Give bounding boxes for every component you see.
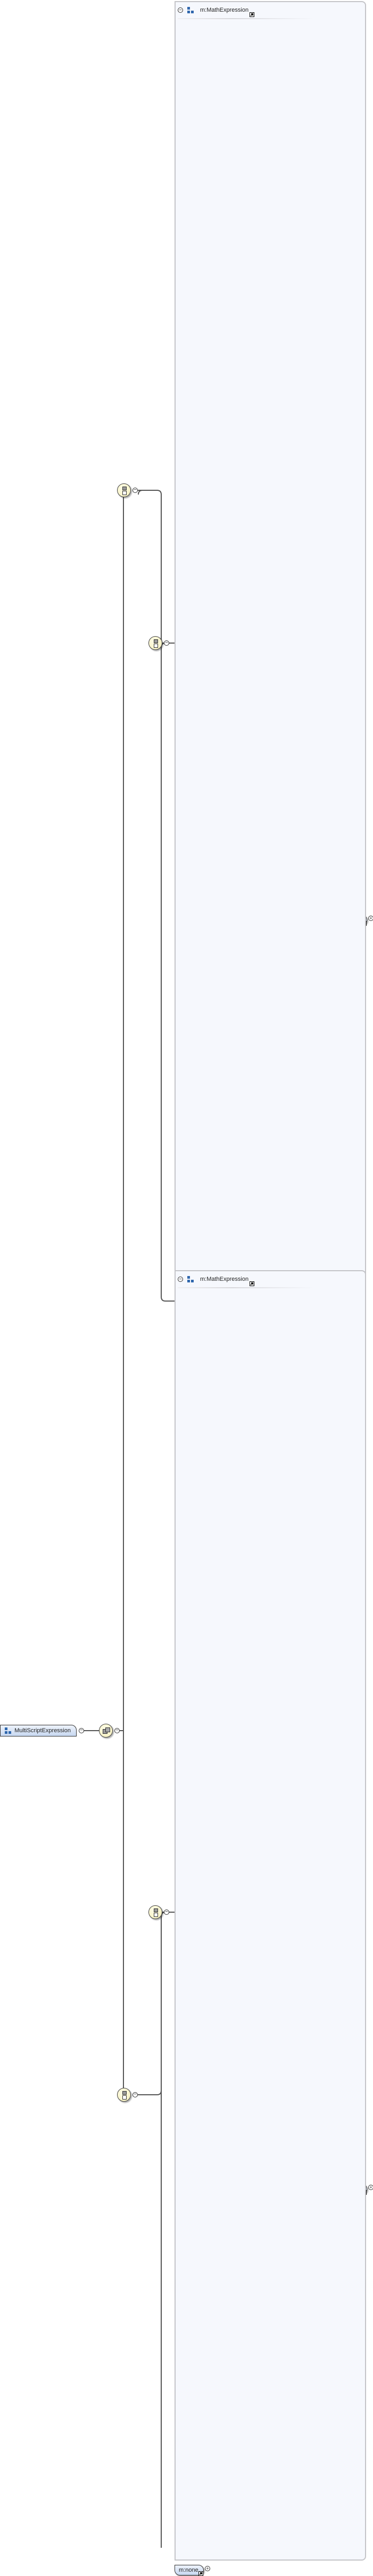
group-icon (187, 1276, 194, 1282)
connector (117, 490, 128, 2095)
expand-icon[interactable]: + (205, 2566, 210, 2571)
link-icon[interactable] (250, 12, 255, 17)
connector (148, 1912, 166, 2548)
expand-icon[interactable]: + (368, 916, 373, 921)
group-separator (178, 18, 314, 19)
link-icon[interactable] (250, 1281, 255, 1286)
choice-compositor-icon[interactable] (117, 2088, 131, 2102)
group-icon (187, 7, 194, 13)
collapse-icon[interactable]: − (164, 1910, 169, 1915)
group-icon (5, 1727, 11, 1734)
collapse-icon[interactable]: − (132, 488, 138, 493)
group-title: m:MathExpression (200, 1276, 249, 1282)
collapse-icon[interactable]: − (164, 640, 169, 646)
link-icon[interactable] (198, 2571, 203, 2576)
connector (138, 1912, 162, 2095)
root-label: MultiScriptExpression (14, 1727, 71, 1734)
group-header: − m:MathExpression (178, 1273, 255, 1286)
collapse-icon[interactable]: − (132, 2092, 138, 2097)
expand-icon[interactable]: + (368, 2185, 373, 2190)
group-title: m:MathExpression (200, 7, 249, 13)
group-separator (178, 1287, 314, 1288)
collapse-icon[interactable]: − (178, 7, 183, 13)
connector (138, 490, 143, 495)
connector (148, 643, 175, 1302)
seq-compositor-icon[interactable] (99, 1724, 113, 1738)
group-header: − m:MathExpression (178, 4, 255, 17)
root-element[interactable]: MultiScriptExpression (0, 1725, 77, 1736)
model-group: − m:MathExpression (175, 1270, 366, 2561)
connector (138, 490, 162, 643)
collapse-icon[interactable]: − (79, 1728, 84, 1733)
choice-compositor-icon[interactable] (148, 636, 162, 650)
choice-compositor-icon[interactable] (148, 1905, 162, 1919)
collapse-icon[interactable]: − (114, 1728, 120, 1733)
choice-compositor-icon[interactable] (117, 483, 131, 497)
collapse-icon[interactable]: − (178, 1277, 183, 1282)
model-group: − m:MathExpression (175, 1, 366, 1291)
